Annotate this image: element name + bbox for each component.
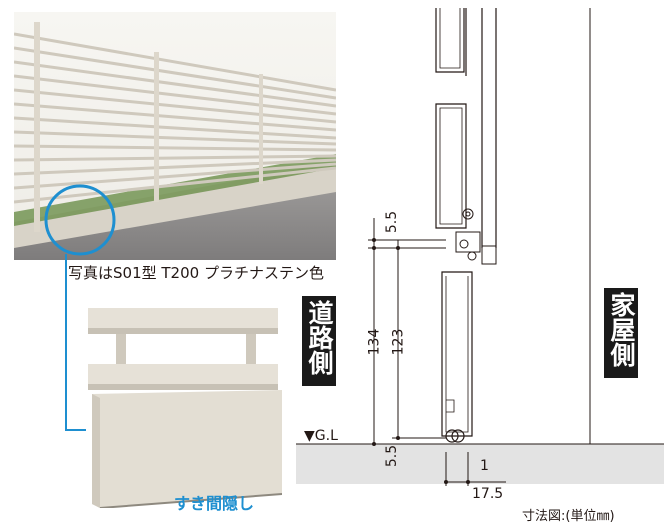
dimension-panel-height: 123: [390, 328, 407, 356]
ground-line-label: ▼G.L: [304, 428, 338, 444]
dimension-thickness: 1: [480, 458, 489, 474]
gap-cover-label: すき間隠し: [173, 494, 254, 513]
dimension-top-gap: 5.5: [384, 210, 401, 234]
road-side-label: 道路側: [302, 296, 336, 386]
dimension-overall-height: 134: [366, 328, 383, 356]
unit-note: 寸法図:(単位㎜): [522, 509, 615, 524]
road-side-text: 道路側: [305, 300, 334, 375]
dimension-bottom-gap: 5.5: [384, 444, 401, 468]
house-side-label: 家屋側: [604, 288, 638, 378]
section-drawing: [296, 8, 664, 486]
house-side-text: 家屋側: [607, 292, 636, 367]
photo-caption: 写真はS01型 T200 プラチナステン色: [68, 264, 324, 282]
fence-photo: [14, 12, 336, 260]
gap-cover-detail: [86, 298, 282, 508]
dimension-depth: 17.5: [472, 486, 504, 502]
